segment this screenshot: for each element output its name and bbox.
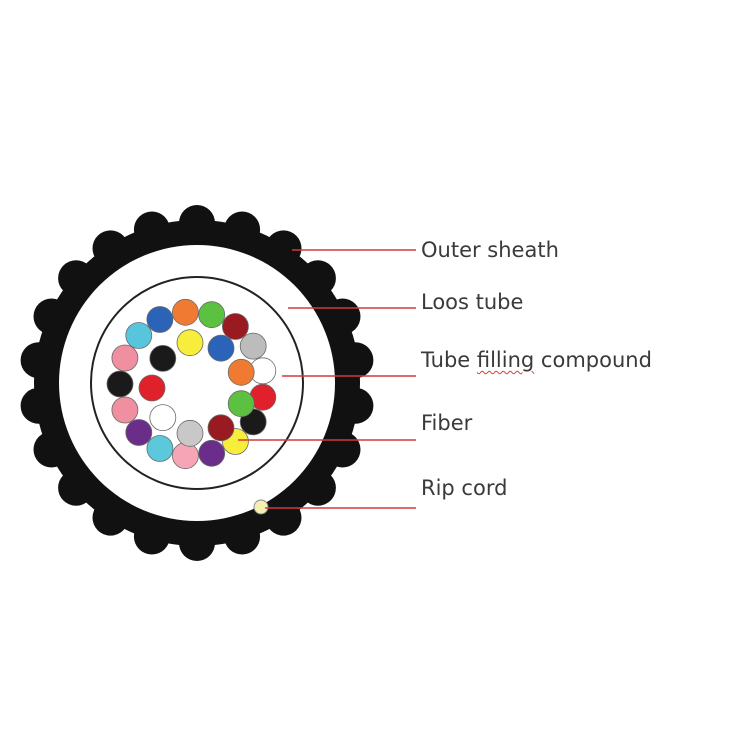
fiber [221,313,249,340]
label-tube-filling-compound: Tube filling compound [421,350,652,371]
fiber [146,306,174,333]
fiber [239,332,267,360]
fiber [125,322,153,349]
fiber [176,419,204,447]
label-loos-tube: Loos tube [421,290,524,314]
fiber [146,435,174,462]
fiber [198,439,226,467]
fiber [198,301,226,329]
rip-cord [253,499,269,515]
fiber [149,404,177,432]
fiber [111,344,139,372]
fiber [138,374,166,402]
fibers [106,298,277,470]
fiber [207,334,235,362]
fiber [149,344,177,372]
fiber [176,329,204,357]
label-tube-filling-suffix: compound [534,348,652,372]
fiber [227,358,255,386]
leader-lines [238,249,416,509]
label-tube-filling-word: filling [476,348,535,372]
fiber [171,442,199,470]
fiber [111,396,139,424]
fiber [207,414,235,442]
label-tube-filling-prefix: Tube [421,348,477,372]
fiber [106,370,134,398]
fiber [227,390,255,418]
label-fiber: Fiber [421,411,473,435]
fiber [171,298,199,326]
label-outer-sheath: Outer sheath [421,238,559,262]
fiber [125,419,153,446]
label-rip-cord: Rip cord [421,476,508,500]
